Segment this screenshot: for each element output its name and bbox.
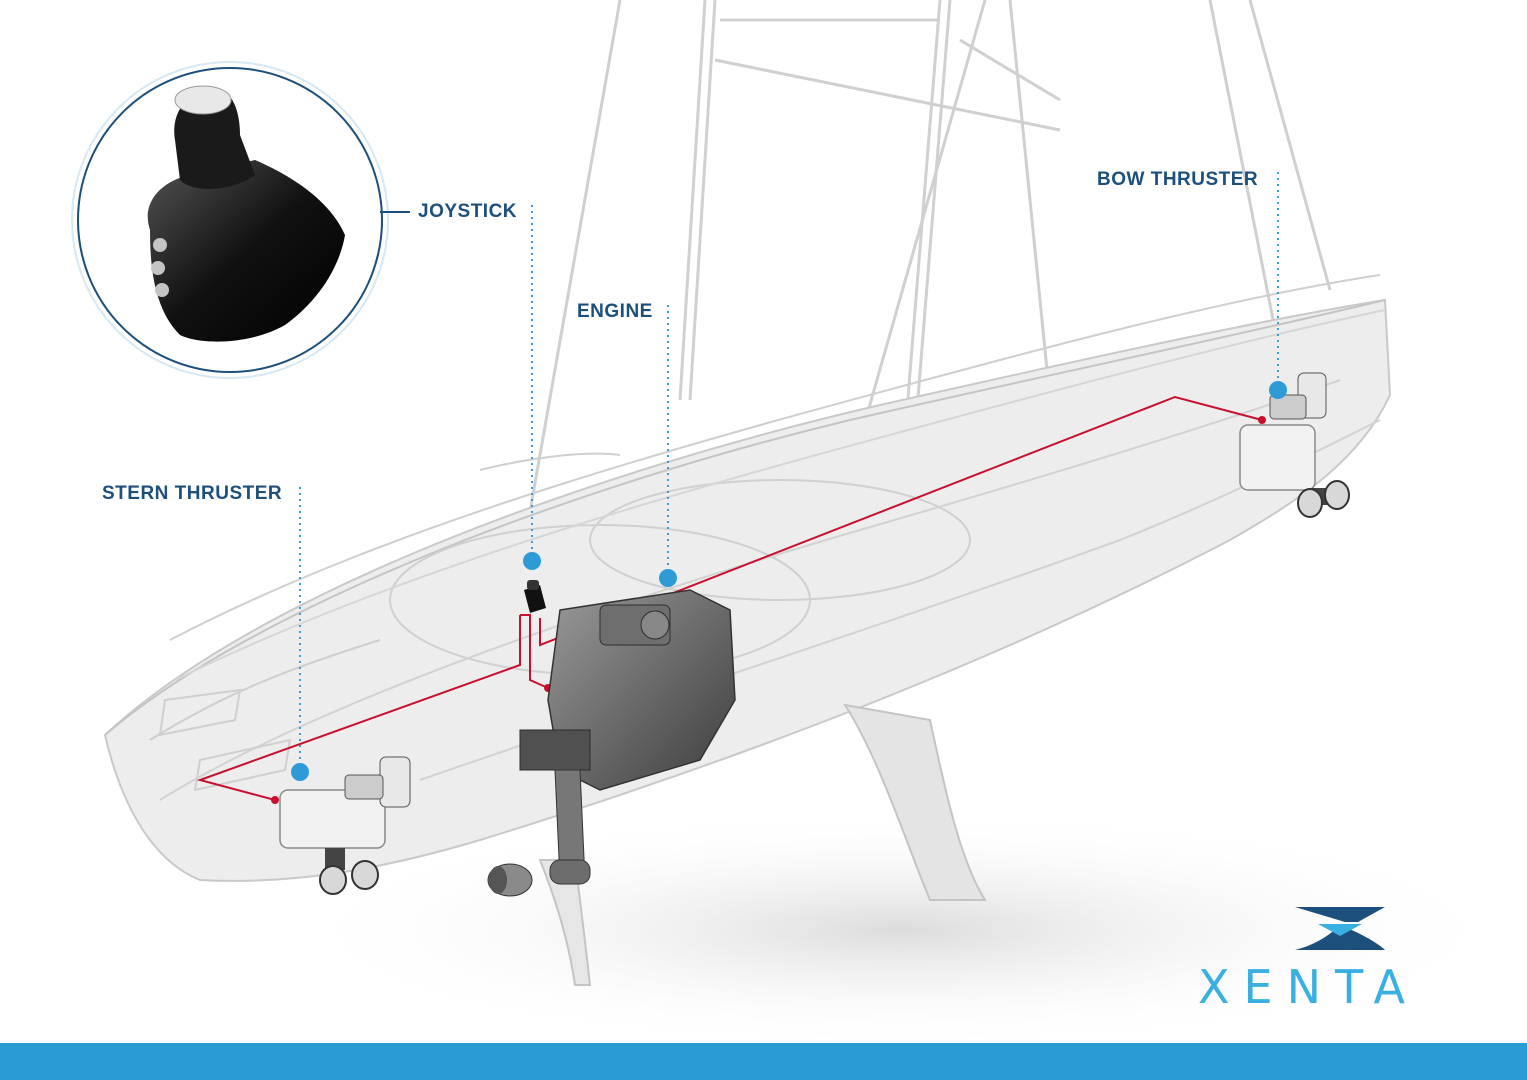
hull [103,274,1392,986]
label-stern-thruster: STERN THRUSTER [102,483,283,504]
wiring [196,395,1263,801]
joystick-inset [71,61,410,379]
stern-thruster [279,756,411,895]
bow-thruster [1239,372,1350,518]
bottom-bar [0,1043,1527,1080]
brand-name: XENTA [1198,960,1419,1014]
engine-block-icon [519,589,736,885]
joystick-knob-icon [147,85,345,342]
label-engine: ENGINE [577,301,653,322]
leader-lines [299,172,1279,762]
label-bow-thruster: BOW THRUSTER [1097,169,1259,190]
xenta-x-logo-icon [1295,907,1385,950]
engine-marker [659,569,677,587]
stern-thruster-marker [291,763,309,781]
propeller-icon [487,863,533,897]
bow-thruster-marker [1269,381,1287,399]
label-joystick: JOYSTICK [418,201,518,222]
joystick-marker [523,552,541,570]
marker-dots [291,381,1287,781]
joystick-deck-icon [524,580,546,613]
